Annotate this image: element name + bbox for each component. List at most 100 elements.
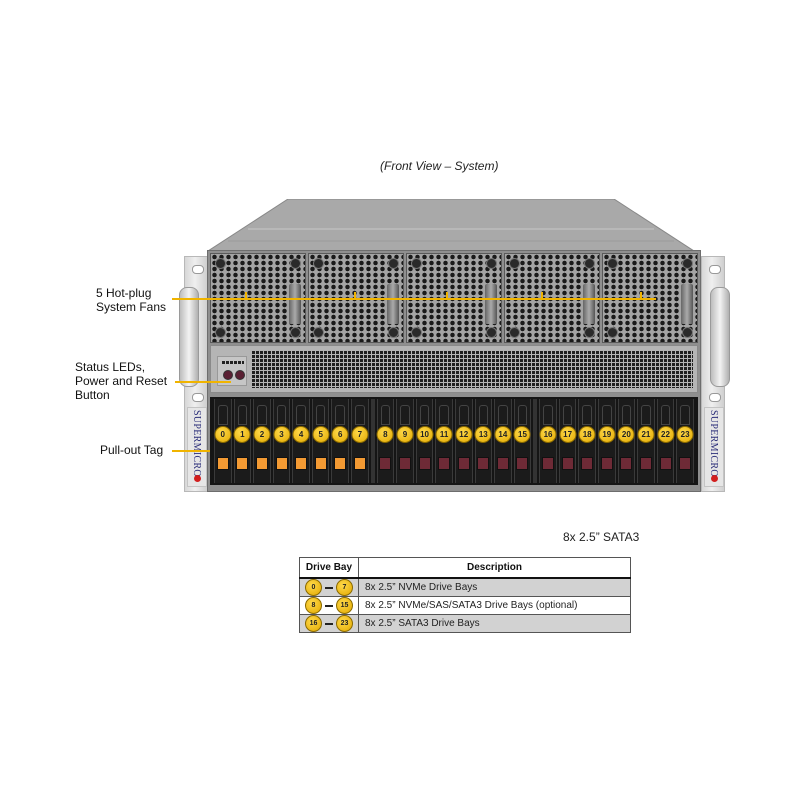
pull-out-tag[interactable] — [659, 457, 672, 470]
drive-tray-slot — [621, 405, 632, 425]
pull-out-tag[interactable] — [275, 457, 288, 470]
fan-latch[interactable] — [485, 284, 497, 324]
pull-out-tag[interactable] — [236, 457, 249, 470]
pull-out-tag[interactable] — [334, 457, 347, 470]
fan-screw-icon — [388, 258, 399, 269]
pull-out-tag[interactable] — [600, 457, 613, 470]
drive-bay-nvme-sas-sata[interactable]: 8 — [376, 399, 395, 483]
handle-left[interactable] — [179, 287, 199, 387]
pull-out-tag[interactable] — [581, 457, 594, 470]
fan-latch[interactable] — [289, 284, 301, 324]
fan-latch[interactable] — [583, 284, 595, 324]
fan-screw-icon — [607, 327, 618, 338]
fan-screw-icon — [290, 327, 301, 338]
pull-out-tag[interactable] — [496, 457, 509, 470]
mount-hole — [192, 265, 204, 274]
drive-bay-nvme[interactable]: 6 — [331, 399, 350, 483]
drive-bay-sata[interactable]: 19 — [597, 399, 616, 483]
bay-group-divider — [370, 399, 375, 483]
reset-button[interactable] — [235, 370, 245, 380]
fan-screw-icon — [411, 258, 422, 269]
drive-tray-slot — [419, 405, 430, 425]
pull-out-tag[interactable] — [457, 457, 470, 470]
drive-tray-slot — [660, 405, 671, 425]
pull-out-tag[interactable] — [255, 457, 268, 470]
pull-out-tag[interactable] — [216, 457, 229, 470]
drive-bay-nvme-sas-sata[interactable]: 14 — [494, 399, 512, 483]
drive-bay-nvme-sas-sata[interactable]: 10 — [415, 399, 434, 483]
drive-bay-nvme-sas-sata[interactable]: 11 — [435, 399, 453, 483]
drive-bay-sata[interactable]: 21 — [637, 399, 655, 483]
pull-out-tag[interactable] — [639, 457, 652, 470]
drive-bay-nvme-sas-sata[interactable]: 15 — [513, 399, 532, 483]
drive-tray-slot — [562, 405, 573, 425]
fan-latch[interactable] — [387, 284, 399, 324]
pull-out-tag[interactable] — [620, 457, 633, 470]
bay-number-badge: 2 — [253, 426, 271, 443]
drive-bay-nvme[interactable]: 3 — [272, 399, 291, 483]
drive-tray-slot — [582, 405, 592, 425]
drive-tray-slot — [355, 405, 365, 425]
pull-out-tag[interactable] — [353, 457, 366, 470]
bay-number-badge: 20 — [617, 426, 635, 443]
drive-tray-slot — [543, 405, 553, 425]
drive-bay-sata[interactable]: 22 — [656, 399, 675, 483]
pull-out-tag[interactable] — [379, 457, 392, 470]
drive-tray-slot — [517, 405, 528, 425]
fan-screw-icon — [486, 258, 497, 269]
drive-bay-sata[interactable]: 17 — [558, 399, 577, 483]
bay-number-badge: 21 — [637, 426, 655, 443]
bay-number-badge: 7 — [351, 426, 369, 443]
fan-screw-icon — [509, 327, 520, 338]
bay-number-badge: 16 — [539, 426, 557, 443]
pull-out-tag[interactable] — [438, 457, 451, 470]
callout-fans: 5 Hot-plug System Fans — [96, 286, 167, 314]
fan-screw-icon — [584, 258, 595, 269]
drive-bay-nvme[interactable]: 1 — [233, 399, 252, 483]
supermicro-logo: SUPERMICRO — [704, 407, 724, 487]
fan-screw-icon — [411, 327, 422, 338]
pull-out-tag[interactable] — [516, 457, 529, 470]
drive-bay-nvme[interactable]: 7 — [351, 399, 369, 483]
callout-line-status — [175, 381, 231, 383]
fan-screw-icon — [682, 327, 693, 338]
drive-bay-nvme[interactable]: 4 — [292, 399, 310, 483]
drive-bay-nvme-sas-sata[interactable]: 12 — [454, 399, 473, 483]
callout-tag: Pull-out Tag — [100, 443, 164, 457]
drive-bay-nvme-sas-sata[interactable]: 13 — [474, 399, 493, 483]
callout-tick — [541, 292, 543, 298]
drive-bay-sata[interactable]: 16 — [539, 399, 557, 483]
pull-out-tag[interactable] — [542, 457, 555, 470]
drive-bay-nvme-sas-sata[interactable]: 9 — [396, 399, 414, 483]
drive-tray-slot — [478, 405, 489, 425]
pull-out-tag[interactable] — [418, 457, 431, 470]
pull-out-tag[interactable] — [398, 457, 411, 470]
fan-screw-icon — [607, 258, 618, 269]
chassis-top-panel — [208, 199, 694, 251]
drive-bay-sata[interactable]: 23 — [676, 399, 694, 483]
pull-out-tag[interactable] — [477, 457, 490, 470]
pull-out-tag[interactable] — [679, 457, 692, 470]
callout-status: Status LEDs, Power and Reset Button — [75, 360, 168, 402]
power-button[interactable] — [223, 370, 233, 380]
bay-number-badge: 15 — [513, 426, 531, 443]
pull-out-tag[interactable] — [295, 457, 308, 470]
supermicro-logo: SUPERMICRO — [187, 407, 207, 487]
handle-right[interactable] — [710, 287, 730, 387]
pull-out-tag[interactable] — [314, 457, 327, 470]
fan-latch[interactable] — [681, 284, 693, 324]
callout-tick — [446, 292, 448, 298]
drive-tray-slot — [237, 405, 248, 425]
drive-bay-sata[interactable]: 18 — [578, 399, 596, 483]
bay-number-badge: 18 — [578, 426, 596, 443]
drive-bay-nvme[interactable]: 2 — [253, 399, 271, 483]
bay-number-badge: 9 — [396, 426, 414, 443]
drive-bay-sata[interactable]: 20 — [617, 399, 636, 483]
bay-number-badge: 22 — [657, 426, 674, 443]
drive-bay-nvme[interactable]: 5 — [311, 399, 330, 483]
bay-number-badge: 14 — [494, 426, 512, 443]
drive-bay-nvme[interactable]: 0 — [214, 399, 232, 483]
pull-out-tag[interactable] — [561, 457, 574, 470]
